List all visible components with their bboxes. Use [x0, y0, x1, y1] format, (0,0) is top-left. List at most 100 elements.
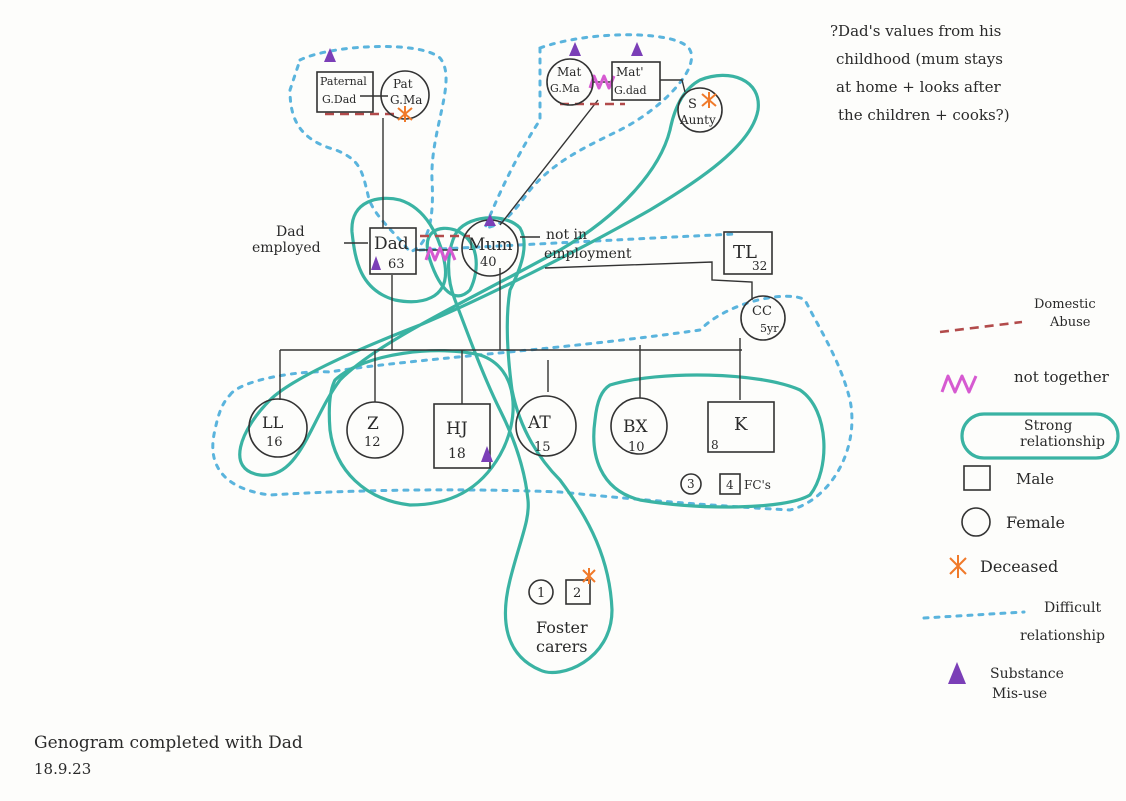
foster-label-1: Foster	[536, 618, 588, 637]
person-bx	[610, 397, 668, 455]
substance-icon-mgd	[631, 42, 643, 56]
strong-relationship-mum-at-foster	[446, 216, 614, 675]
at-age: 15	[534, 440, 551, 455]
deceased-icon-foster-2	[582, 568, 596, 584]
legend-abuse-2: Abuse	[1049, 315, 1091, 330]
legend-not-together: not together	[1014, 368, 1110, 386]
legend-substance-icon	[948, 662, 966, 684]
dad-name: Dad	[374, 234, 409, 254]
dad-age: 63	[388, 257, 405, 272]
legend-strong-1: Strong	[1024, 418, 1072, 434]
note-line-3: at home + looks after	[836, 78, 1001, 96]
foster-label-2: carers	[536, 637, 587, 656]
person-cc	[740, 295, 786, 341]
fc2-num: 2	[573, 586, 581, 601]
legend-deceased: Deceased	[980, 557, 1058, 576]
not-together-zigzag-dad-mum	[424, 246, 457, 262]
strong-relationship-mum-mgd	[425, 226, 478, 298]
difficult-relationship-maternal	[482, 33, 693, 230]
legend-difficult-swatch	[922, 610, 1026, 620]
person-foster-2	[565, 579, 591, 605]
fcs4-num: 4	[726, 478, 734, 492]
legend-strong-swatch	[960, 412, 1120, 460]
substance-icon-mgm	[569, 42, 581, 56]
aunty-role: Aunty	[679, 113, 716, 127]
cc-name: CC	[752, 304, 772, 319]
mum-age: 40	[480, 255, 497, 270]
person-z	[346, 401, 404, 459]
ll-name: LL	[262, 413, 284, 432]
person-maternal-gma	[546, 58, 594, 106]
legend-abuse-swatch	[939, 320, 1023, 334]
mgm-role: G.Ma	[550, 82, 580, 95]
legend-female: Female	[1006, 513, 1065, 532]
deceased-icon-aunty	[701, 92, 717, 108]
mgm-name: Mat	[557, 65, 581, 79]
legend-abuse-1: Domestic	[1034, 297, 1096, 312]
note-line-2: childhood (mum stays	[836, 50, 1003, 68]
line-mum-tl	[544, 261, 753, 300]
person-hj	[433, 403, 491, 469]
hj-age: 18	[448, 446, 466, 462]
person-k	[707, 401, 775, 453]
legend-female-swatch	[961, 507, 991, 537]
substance-icon-dad	[371, 256, 381, 270]
bx-name: BX	[623, 417, 648, 437]
aunty-name: S	[688, 97, 697, 112]
person-dad	[369, 227, 417, 275]
dad-employed-2: employed	[252, 240, 321, 256]
note-line-4: the children + cooks?)	[838, 106, 1010, 124]
ll-age: 16	[266, 435, 283, 450]
mgd-name: Mat'	[616, 65, 644, 79]
dad-employed-1: Dad	[276, 224, 305, 240]
difficult-relationship-tl	[418, 232, 737, 252]
mgd-role: G.dad	[614, 84, 647, 97]
not-in-1: not in	[546, 227, 587, 243]
legend-not-together-swatch	[940, 374, 978, 394]
tl-age: 32	[752, 259, 767, 273]
substance-icon-mum	[484, 214, 496, 226]
bx-age: 10	[628, 440, 645, 455]
mum-name: Mum	[468, 235, 512, 255]
strong-relationship-z-hj	[327, 349, 515, 507]
person-paternal-gdad	[316, 71, 374, 113]
pgd-name: Paternal	[320, 75, 367, 88]
z-name: Z	[367, 414, 379, 434]
person-at	[515, 395, 577, 457]
pgd-role: G.Dad	[322, 93, 356, 106]
z-age: 12	[364, 435, 381, 450]
pgm-name: Pat	[393, 77, 413, 91]
line-mat-mum	[499, 99, 599, 226]
strong-relationship-dad-mum	[350, 196, 448, 304]
difficult-relationship-children	[211, 294, 854, 512]
note-line-1: ?Dad's values from his	[830, 22, 1001, 40]
at-name: AT	[527, 413, 551, 433]
fc1-num: 1	[537, 586, 545, 601]
legend-substance-2: Mis-use	[992, 686, 1047, 702]
legend-strong-2: relationship	[1020, 434, 1105, 450]
tl-name: TL	[733, 242, 757, 263]
deceased-icon-pgm	[397, 106, 413, 122]
pgm-role: G.Ma	[390, 93, 422, 107]
person-fcs-4	[719, 473, 741, 495]
fcs-label: FC's	[744, 478, 771, 492]
legend-difficult-2: relationship	[1020, 628, 1105, 644]
footer-line-1: Genogram completed with Dad	[34, 733, 303, 753]
person-tl	[723, 231, 773, 275]
not-in-2: employment	[544, 246, 632, 262]
person-foster-1	[528, 579, 554, 605]
strong-relationship-bx-k	[592, 373, 826, 509]
difficult-relationship-paternal	[288, 44, 448, 254]
fcs3-num: 3	[687, 477, 695, 491]
k-name: K	[734, 414, 748, 435]
legend-male: Male	[1016, 470, 1054, 488]
k-age: 8	[711, 438, 719, 452]
hj-name: HJ	[446, 419, 468, 439]
substance-icon-hj	[481, 446, 493, 462]
footer-line-2: 18.9.23	[34, 760, 91, 778]
legend-substance-1: Substance	[990, 666, 1064, 682]
person-fcs-3	[680, 473, 702, 495]
line-mgd-aunty	[660, 79, 686, 93]
person-ll	[248, 398, 308, 458]
